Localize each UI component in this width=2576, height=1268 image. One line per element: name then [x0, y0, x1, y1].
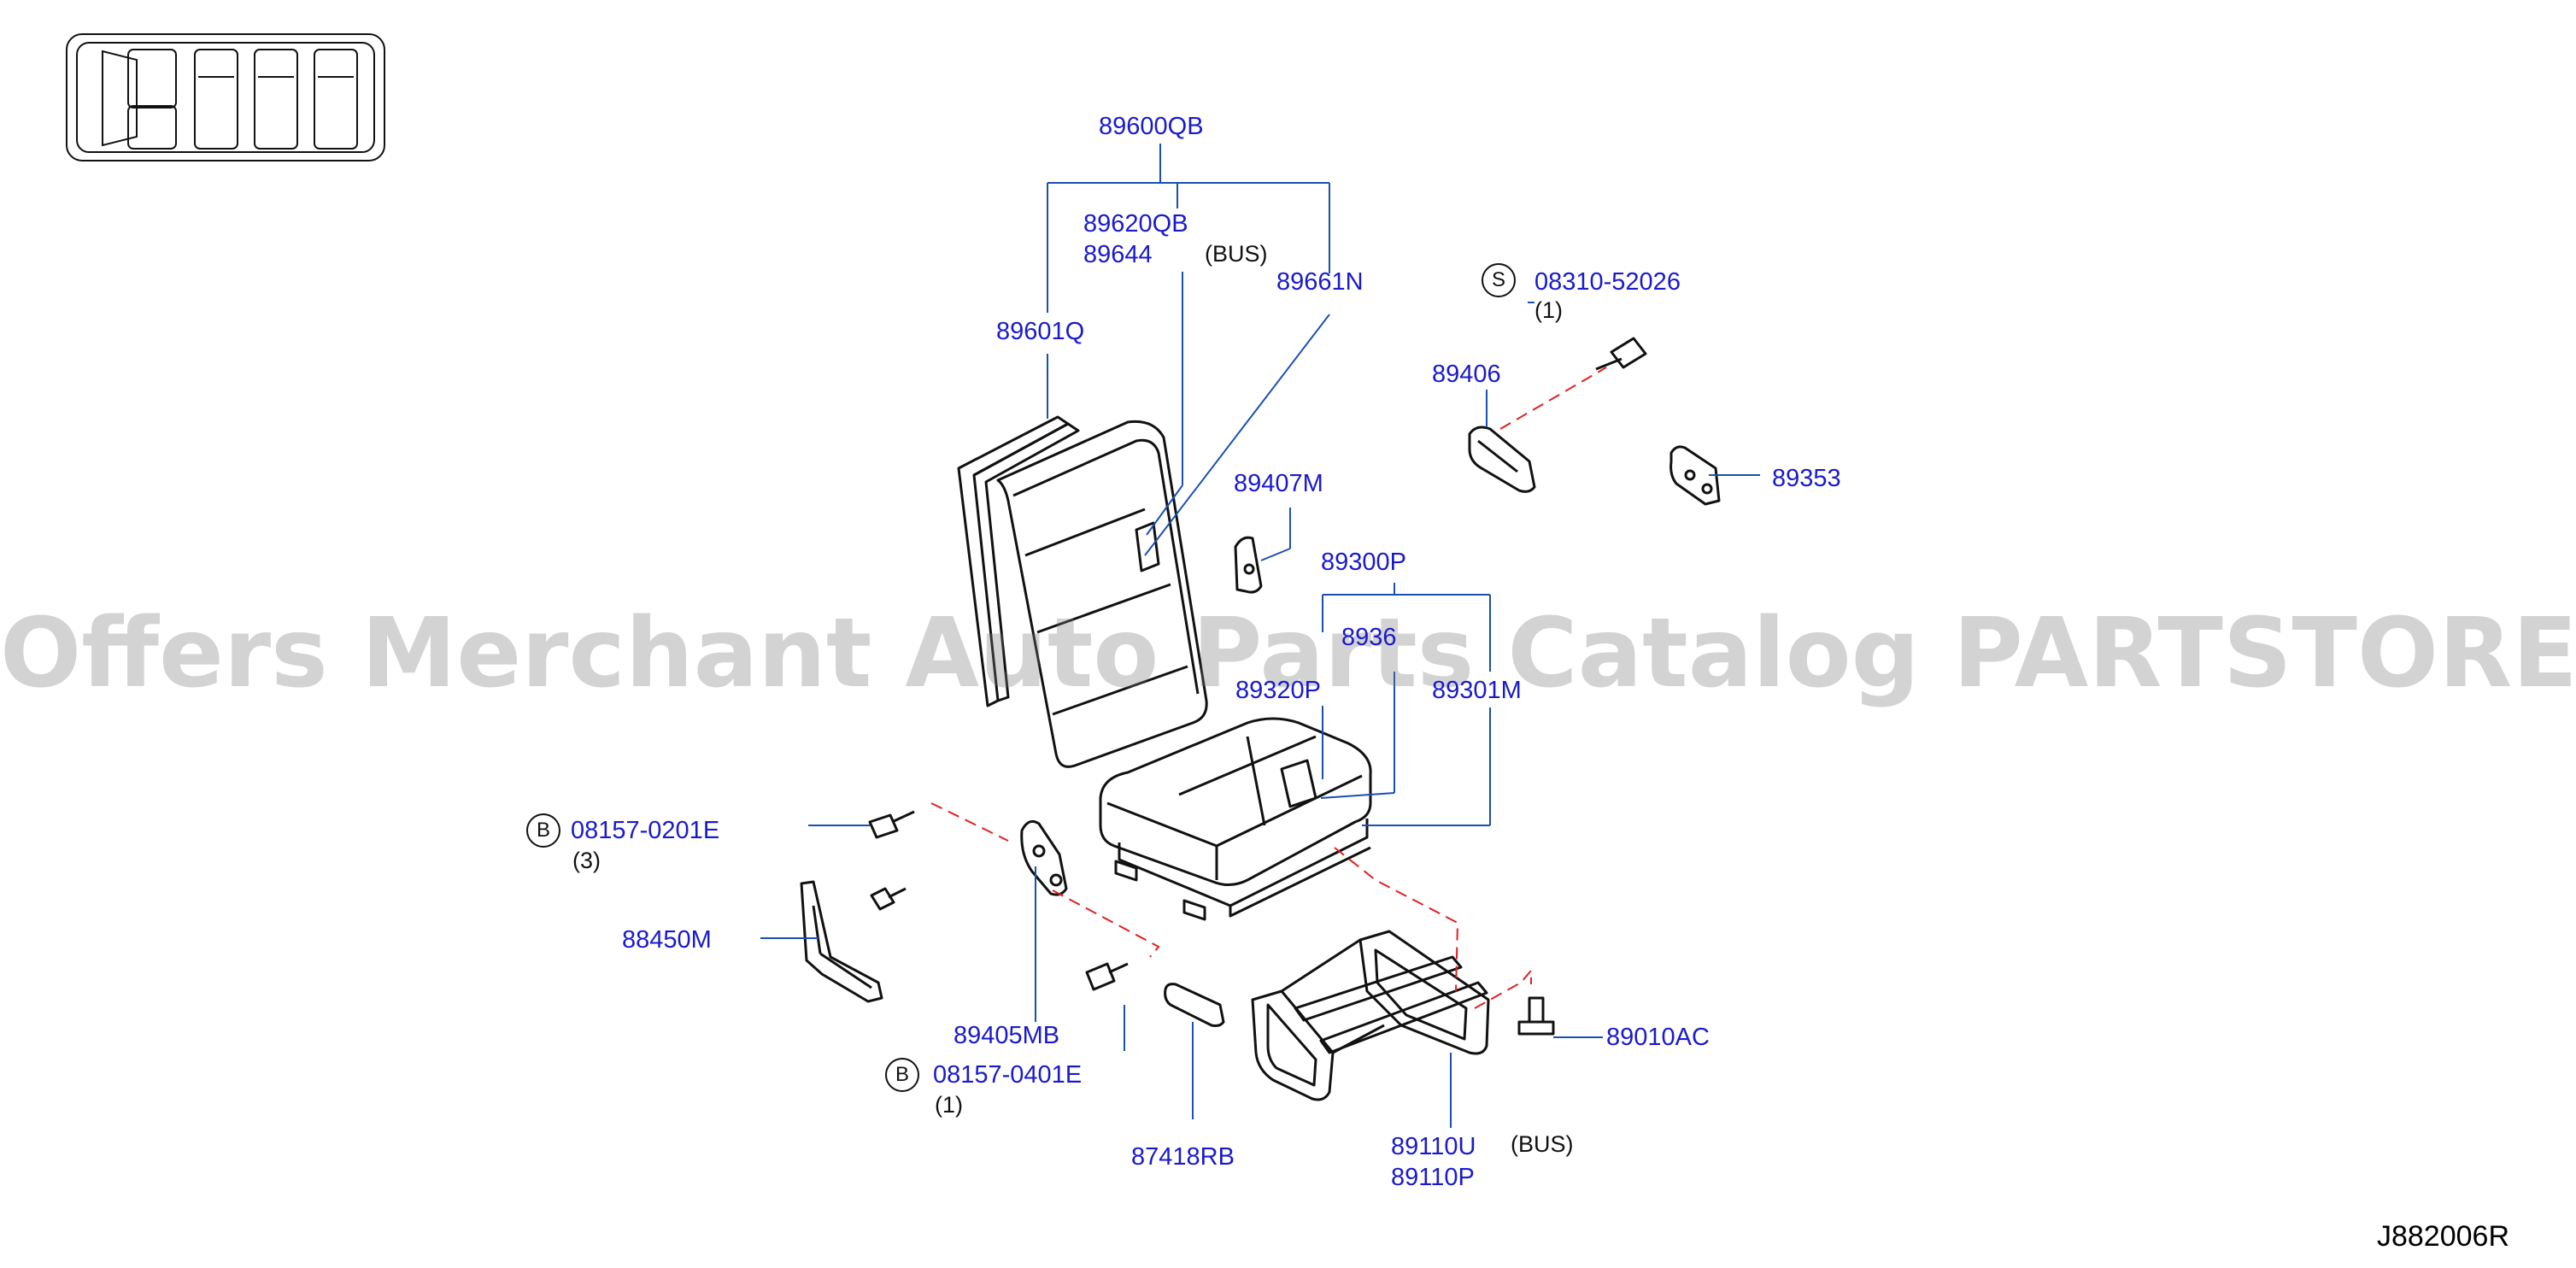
bolt-89010ac	[1517, 996, 1555, 1036]
label-89010ac[interactable]: 89010AC	[1606, 1024, 1710, 1051]
note-qty-1b: (1)	[935, 1092, 963, 1118]
label-08310-52026[interactable]: 08310-52026	[1534, 268, 1681, 296]
label-89301m[interactable]: 89301M	[1432, 677, 1522, 704]
label-89110p[interactable]: 89110P	[1391, 1164, 1475, 1191]
label-89406[interactable]: 89406	[1432, 361, 1501, 388]
bolt-08157-0201e	[868, 810, 915, 839]
label-89407m[interactable]: 89407M	[1234, 470, 1323, 497]
note-bus-1: (BUS)	[1205, 241, 1268, 267]
symbol-b-circle-2: B	[885, 1058, 919, 1092]
note-qty-1a: (1)	[1534, 297, 1563, 323]
bracket-88450m	[800, 880, 883, 1003]
dashed-assembly-lines	[930, 367, 1607, 1009]
label-89601q[interactable]: 89601Q	[996, 318, 1085, 345]
bracket-89353	[1669, 445, 1721, 506]
symbol-s-circle: S	[1482, 263, 1516, 297]
seat-cushion-assembly	[1099, 717, 1372, 921]
note-bus-2: (BUS)	[1511, 1131, 1574, 1157]
seat-back-assembly	[957, 415, 1208, 768]
clip-89407m	[1234, 536, 1263, 594]
label-88450m[interactable]: 88450M	[622, 926, 712, 954]
bolt-08157-0401e	[1085, 962, 1129, 991]
small-parts	[800, 337, 1721, 1101]
leader-lines	[760, 144, 1760, 1128]
label-87418rb[interactable]: 87418RB	[1131, 1143, 1235, 1171]
label-89353[interactable]: 89353	[1772, 465, 1841, 492]
label-8936x[interactable]: 8936	[1341, 624, 1397, 651]
label-08157-0401e[interactable]: 08157-0401E	[933, 1061, 1083, 1089]
diagram-id: J882006R	[2376, 1220, 2509, 1253]
label-89620qb[interactable]: 89620QB	[1083, 210, 1188, 238]
label-89600qb[interactable]: 89600QB	[1099, 113, 1204, 140]
label-89300p[interactable]: 89300P	[1321, 549, 1406, 576]
cover-87418rb	[1164, 983, 1225, 1027]
cover-89406	[1468, 426, 1536, 493]
label-89661n[interactable]: 89661N	[1276, 268, 1364, 296]
vehicle-seat-map-thumbnail	[66, 33, 385, 161]
seat-frame-89110	[1251, 989, 1335, 1101]
screw-08310	[1595, 337, 1647, 371]
label-89644[interactable]: 89644	[1083, 241, 1153, 268]
note-qty-3: (3)	[572, 848, 601, 873]
label-89320p[interactable]: 89320P	[1235, 677, 1321, 704]
symbol-b-circle-1: B	[526, 813, 560, 848]
label-08157-0201e[interactable]: 08157-0201E	[571, 817, 720, 844]
label-89110u[interactable]: 89110U	[1391, 1133, 1476, 1160]
label-89405mb[interactable]: 89405MB	[954, 1022, 1060, 1049]
